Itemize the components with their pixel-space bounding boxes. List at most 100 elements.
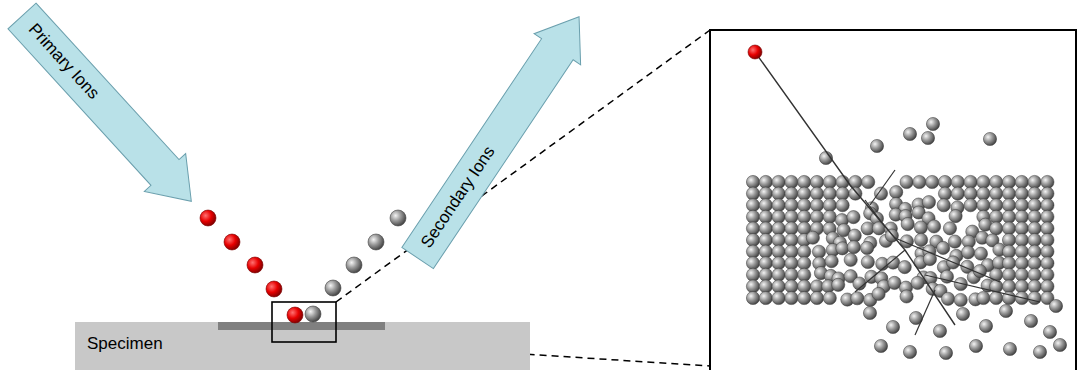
atom-sphere xyxy=(785,175,798,188)
zoom-panel xyxy=(710,30,1076,370)
track-line xyxy=(755,52,955,325)
atom-sphere xyxy=(746,268,759,281)
atom-sphere xyxy=(759,280,772,293)
atom-sphere xyxy=(772,210,785,223)
atom-sphere xyxy=(926,175,939,188)
atom-sphere xyxy=(759,222,772,235)
atom-sphere xyxy=(844,253,857,266)
atom-sphere xyxy=(951,175,964,188)
atom-sphere xyxy=(1015,210,1028,223)
track-line xyxy=(925,275,1040,302)
atom-sphere xyxy=(1041,222,1054,235)
atom-sphere xyxy=(990,268,1003,281)
atom-sphere xyxy=(1041,233,1054,246)
atom-sphere xyxy=(798,187,811,200)
atom-sphere xyxy=(849,187,862,200)
atom-sphere xyxy=(785,257,798,270)
atom-lattice xyxy=(746,117,1066,359)
atom-sphere xyxy=(823,175,836,188)
atom-sphere xyxy=(832,278,845,291)
atom-sphere xyxy=(1028,233,1041,246)
track-line xyxy=(870,170,895,205)
atom-sphere xyxy=(1041,280,1054,293)
atom-sphere xyxy=(1024,314,1037,327)
secondary-ion xyxy=(325,280,341,296)
atom-sphere xyxy=(806,231,819,244)
atom-sphere xyxy=(1002,222,1015,235)
atom-sphere xyxy=(746,291,759,304)
atom-sphere xyxy=(785,245,798,258)
atom-sphere xyxy=(759,210,772,223)
atom-sphere xyxy=(1002,199,1015,212)
atom-sphere xyxy=(954,293,967,306)
atom-sphere xyxy=(798,210,811,223)
atom-sphere xyxy=(939,346,952,359)
atom-sphere xyxy=(933,324,946,337)
atom-sphere xyxy=(1041,257,1054,270)
atom-sphere xyxy=(1002,268,1015,281)
atom-sphere xyxy=(1003,342,1016,355)
atom-sphere xyxy=(785,187,798,200)
atom-sphere xyxy=(861,241,874,254)
atom-sphere xyxy=(772,245,785,258)
atom-sphere xyxy=(870,139,883,152)
atom-sphere xyxy=(810,199,823,212)
atom-sphere xyxy=(1015,245,1028,258)
atom-sphere xyxy=(941,292,954,305)
atom-sphere xyxy=(1043,325,1056,338)
atom-sphere xyxy=(772,280,785,293)
atom-sphere xyxy=(746,233,759,246)
atom-sphere xyxy=(898,260,911,273)
atom-sphere xyxy=(746,257,759,270)
atom-sphere xyxy=(1028,257,1041,270)
atom-sphere xyxy=(974,247,987,260)
ion-beam-arrow: Primary Ions xyxy=(1,0,214,222)
atom-sphere xyxy=(772,187,785,200)
atom-sphere xyxy=(887,256,900,269)
atom-sphere xyxy=(1028,268,1041,281)
atom-sphere xyxy=(911,276,924,289)
atom-sphere xyxy=(990,187,1003,200)
atom-sphere xyxy=(949,209,962,222)
atom-sphere xyxy=(1015,187,1028,200)
atom-sphere xyxy=(810,175,823,188)
atom-sphere xyxy=(1028,222,1041,235)
node-label: Specimen xyxy=(87,334,163,354)
atom-sphere xyxy=(1015,257,1028,270)
atom-sphere xyxy=(798,175,811,188)
primary-ion xyxy=(224,234,240,250)
atom-sphere xyxy=(901,217,914,230)
atom-sphere xyxy=(1033,345,1046,358)
atom-sphere xyxy=(948,235,961,248)
atom-sphere xyxy=(825,255,838,268)
atom-sphere xyxy=(746,245,759,258)
atom-sphere xyxy=(999,304,1012,317)
atom-sphere xyxy=(1002,233,1015,246)
atom-sphere xyxy=(785,291,798,304)
atom-sphere xyxy=(1041,199,1054,212)
track-line xyxy=(855,250,905,292)
atom-sphere xyxy=(1015,268,1028,281)
atom-sphere xyxy=(977,199,990,212)
atom-sphere xyxy=(914,221,927,234)
atom-sphere xyxy=(1015,199,1028,212)
atom-sphere xyxy=(847,211,860,224)
atom-sphere xyxy=(798,199,811,212)
atom-sphere xyxy=(1015,175,1028,188)
atom-sphere xyxy=(836,242,849,255)
atom-sphere xyxy=(785,268,798,281)
atom-sphere xyxy=(890,186,903,199)
atom-sphere xyxy=(772,199,785,212)
atom-sphere xyxy=(886,320,899,333)
atom-sphere xyxy=(1015,222,1028,235)
track-line xyxy=(915,290,935,335)
atom-sphere xyxy=(1002,245,1015,258)
arrow-outline xyxy=(1,0,212,220)
atom-sphere xyxy=(979,319,992,332)
atom-sphere xyxy=(746,175,759,188)
atom-sphere xyxy=(900,175,913,188)
primary-ion xyxy=(200,210,216,226)
atom-sphere xyxy=(759,199,772,212)
